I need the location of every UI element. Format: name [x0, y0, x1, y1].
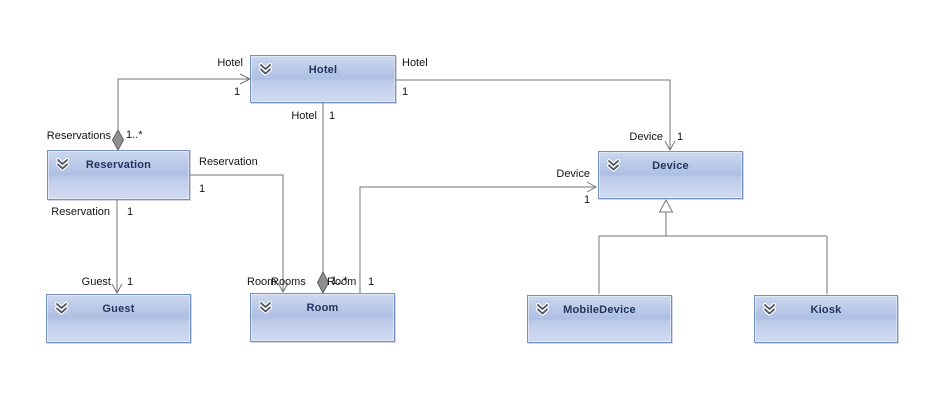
edge-label-mult: 1 — [402, 86, 409, 98]
class-reservation[interactable]: Reservation — [47, 150, 190, 200]
aggregation-diamond-reservations — [111, 128, 125, 152]
edge-label-role: Device — [629, 131, 663, 143]
edge-label-mult: 1..* — [331, 275, 348, 287]
edge-label-mult: 1..* — [126, 129, 143, 141]
edge-label-role: Guest — [81, 276, 111, 288]
connector-reservation-hotel — [117, 78, 250, 130]
class-title: MobileDevice — [563, 304, 636, 316]
edge-label-role: Hotel — [217, 57, 243, 69]
edge-label-mult: 1 — [127, 206, 134, 218]
collapse-chevron-icon[interactable] — [606, 159, 621, 172]
class-title: Hotel — [308, 64, 338, 76]
connector-inheritance-tree — [598, 212, 828, 294]
class-guest[interactable]: Guest — [46, 294, 191, 343]
class-title: Guest — [102, 303, 135, 315]
open-arrow-into-device-top — [664, 140, 676, 152]
edge-label-role: Reservation — [199, 156, 258, 168]
class-title: Device — [652, 160, 689, 172]
edge-label-role: Hotel — [291, 110, 317, 122]
edge-label-role: Room — [327, 276, 357, 288]
collapse-chevron-icon[interactable] — [258, 301, 273, 314]
class-title: Kiosk — [810, 304, 842, 316]
open-arrow-into-hotel — [239, 73, 252, 85]
edge-label-role: Room — [247, 276, 277, 288]
open-arrow-into-guest — [111, 283, 123, 295]
class-title: Reservation — [85, 159, 152, 171]
edge-label-mult: 1 — [329, 110, 336, 122]
class-device[interactable]: Device — [598, 151, 743, 199]
inheritance-triangle — [658, 198, 674, 213]
collapse-chevron-icon[interactable] — [258, 63, 273, 76]
edge-label-mult: 1 — [199, 183, 206, 195]
edge-label-mult: 1 — [677, 131, 684, 143]
edge-label-mult: 1 — [127, 276, 134, 288]
edge-label-mult: 1 — [584, 194, 591, 206]
edge-label-role: Reservations — [46, 130, 111, 142]
class-kiosk[interactable]: Kiosk — [754, 295, 898, 343]
collapse-chevron-icon[interactable] — [54, 302, 69, 315]
edge-label-role: Hotel — [402, 57, 428, 69]
open-arrow-into-device-left — [586, 181, 598, 193]
class-room[interactable]: Room — [250, 293, 395, 342]
class-mobiledevice[interactable]: MobileDevice — [527, 295, 672, 343]
collapse-chevron-icon[interactable] — [55, 158, 70, 171]
collapse-chevron-icon[interactable] — [535, 303, 550, 316]
edge-label-role: Reservation — [51, 206, 110, 218]
edge-label-mult: 1 — [234, 86, 241, 98]
class-title: Room — [306, 302, 339, 314]
class-hotel[interactable]: Hotel — [250, 55, 396, 103]
collapse-chevron-icon[interactable] — [762, 303, 777, 316]
edge-label-role: Device — [556, 168, 590, 180]
edge-label-mult: 1 — [368, 276, 375, 288]
connector-room-device — [359, 186, 595, 293]
edge-label-role: Rooms — [271, 276, 306, 288]
